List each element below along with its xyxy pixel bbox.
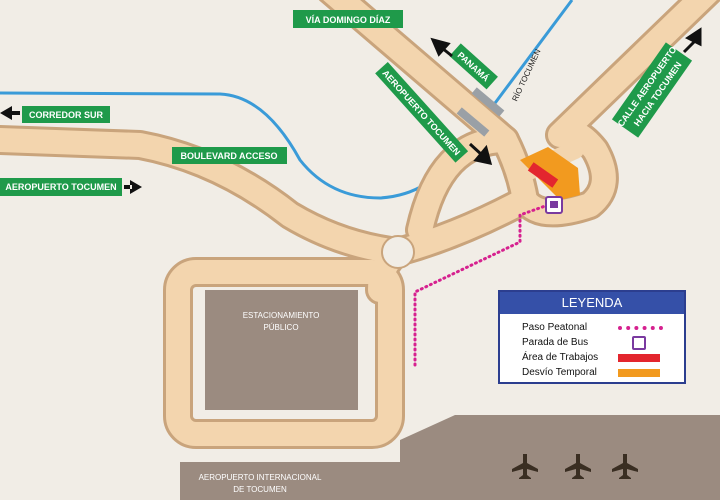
bridge [471,87,505,117]
legend-label: Área de Trabajos [522,352,599,363]
pedestrian-path [413,203,550,367]
svg-text:CORREDOR SUR: CORREDOR SUR [29,110,104,120]
svg-text:BOULEVARD ACCESO: BOULEVARD ACCESO [180,151,277,161]
legend-label: Paso Peatonal [522,322,588,333]
terminal-label: DE TOCUMEN [233,485,287,494]
arrow-left-icon [0,106,20,120]
sign-via-domingo-diaz: VÍA DOMINGO DÍAZ [293,10,403,28]
legend-item-pedestrian: Paso Peatonal [500,320,684,335]
legend-item-bus-stop: Parada de Bus [500,335,684,350]
terminal-apron [400,415,720,500]
parking-label: ESTACIONAMIENTO [243,311,320,320]
sign-aeropuerto-tocumen: AEROPUERTO TOCUMEN [0,178,142,196]
terminal-label: AEROPUERTO INTERNACIONAL [199,473,322,482]
airplane-icon [565,454,591,479]
svg-text:VÍA DOMINGO DÍAZ: VÍA DOMINGO DÍAZ [306,15,391,25]
sign-corredor-sur: CORREDOR SUR [0,106,110,123]
legend-label: Desvío Temporal [522,367,597,378]
work-area [527,162,559,188]
svg-text:AEROPUERTO TOCUMEN: AEROPUERTO TOCUMEN [5,182,116,192]
sign-boulevard-acceso: BOULEVARD ACCESO [172,147,287,164]
roundabout [381,235,415,269]
red-swatch [618,353,660,362]
arrow-down-right-icon [468,142,493,165]
airplane-icon [512,454,538,479]
terminal-building [180,462,405,500]
airplane-icons [512,454,638,479]
bus-icon [632,335,646,350]
arrow-up-right-icon [682,27,702,54]
airplane-icon [612,454,638,479]
bridge [456,107,490,137]
parking-label: PÚBLICO [263,323,298,332]
legend: LEYENDA Paso Peatonal Parada de Bus Área… [498,290,686,384]
arrow-right-icon [124,180,142,194]
legend-item-work-area: Área de Trabajos [500,350,684,365]
public-parking [205,290,358,410]
temporary-detour [520,147,580,200]
legend-item-detour: Desvío Temporal [500,365,684,380]
legend-label: Parada de Bus [522,337,589,348]
dotted-line-swatch [618,325,663,330]
bus-stop-icon [545,196,563,214]
orange-swatch [618,368,660,377]
legend-title: LEYENDA [500,292,684,314]
arrow-up-left-icon [430,37,453,58]
